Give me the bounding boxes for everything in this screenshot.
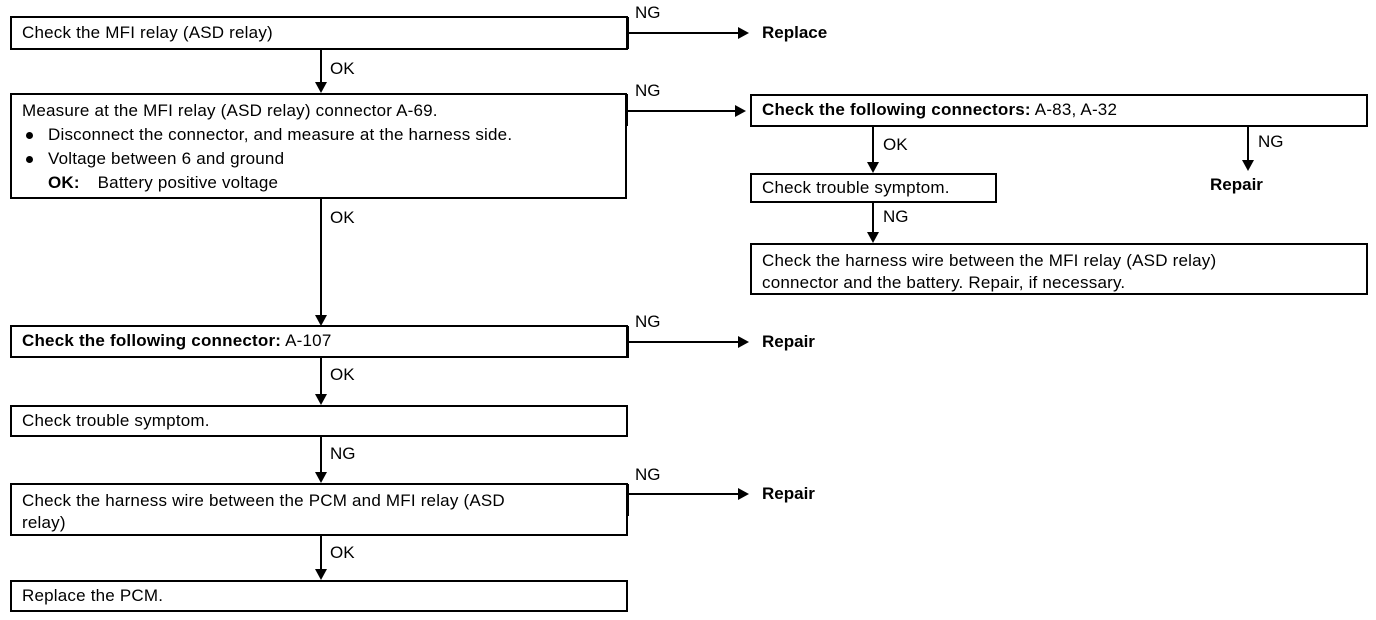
arrowhead-ng4-icon: [315, 472, 327, 483]
node-check-trouble-symptom-left[interactable]: Check trouble symptom.: [10, 405, 628, 437]
node-check-mfi-relay-text: Check the MFI relay (ASD relay): [22, 22, 273, 42]
connector-ok2-line: [320, 199, 322, 322]
arrowhead-ng5-icon: [738, 488, 749, 500]
arrowhead-ok-right1-icon: [867, 162, 879, 173]
arrowhead-ng-right2-icon: [867, 232, 879, 243]
node-check-connectors-value: A-83, A-32: [1034, 100, 1118, 120]
edge-label-ng-4: NG: [330, 444, 356, 463]
node-measure-connector-heading: Measure at the MFI relay (ASD relay) con…: [22, 101, 438, 120]
node-check-harness-pcm-line2: relay): [22, 513, 66, 533]
edge-label-ng-right-1: NG: [1258, 132, 1284, 151]
arrowhead-ng3-icon: [738, 336, 749, 348]
node-check-trouble-symptom-right-text: Check trouble symptom.: [762, 177, 950, 197]
connector-ng3-line: [627, 341, 740, 343]
node-check-trouble-symptom-right[interactable]: Check trouble symptom.: [750, 173, 997, 203]
node-check-connector-a107-body: Check the following connector: A-107: [12, 330, 626, 352]
connector-ok4-line: [320, 536, 322, 574]
node-check-harness-battery-line2: connector and the battery. Repair, if ne…: [762, 273, 1126, 293]
node-check-harness-battery-body: Check the harness wire between the MFI r…: [752, 245, 1366, 294]
connector-ok1-line: [320, 50, 322, 87]
arrowhead-ng1-icon: [738, 27, 749, 39]
edge-label-ng-1: NG: [635, 3, 661, 22]
node-check-connector-a107-label: Check the following connector:: [22, 331, 282, 351]
node-replace-pcm[interactable]: Replace the PCM.: [10, 580, 628, 612]
edge-label-ok-1: OK: [330, 59, 355, 78]
list-item: Voltage between 6 and ground: [22, 148, 615, 170]
node-check-connectors-label: Check the following connectors:: [762, 100, 1031, 120]
bullet-text: Voltage between 6 and ground: [48, 149, 285, 169]
connector-ng1-line: [627, 32, 740, 34]
connector-ok-right1-line: [872, 127, 874, 167]
node-check-connector-a107[interactable]: Check the following connector: A-107: [10, 325, 628, 358]
arrowhead-ok2-icon: [315, 315, 327, 326]
node-check-harness-pcm[interactable]: Check the harness wire between the PCM a…: [10, 483, 628, 536]
node-check-harness-pcm-line1: Check the harness wire between the PCM a…: [22, 491, 505, 510]
bullet-dot-icon: [26, 132, 33, 140]
edge-label-ng-2: NG: [635, 81, 661, 100]
node-check-connectors-a83-a32-body: Check the following connectors: A-83, A-…: [752, 99, 1366, 121]
ok-label: OK:: [48, 173, 80, 193]
connector-ng5-stub: [627, 484, 629, 516]
node-measure-connector-ok-row: OK: Battery positive voltage: [22, 172, 615, 194]
terminal-replace-relay: Replace: [762, 23, 828, 42]
node-measure-connector-body: Measure at the MFI relay (ASD relay) con…: [12, 95, 625, 194]
node-measure-connector-bullets: Disconnect the connector, and measure at…: [22, 124, 615, 170]
connector-ng5-line: [627, 493, 740, 495]
node-check-harness-battery[interactable]: Check the harness wire between the MFI r…: [750, 243, 1368, 295]
arrowhead-ok4-icon: [315, 569, 327, 580]
edge-label-ng-3: NG: [635, 312, 661, 331]
node-check-mfi-relay[interactable]: Check the MFI relay (ASD relay): [10, 16, 628, 50]
node-check-connector-a107-value: A-107: [285, 331, 332, 351]
node-check-harness-battery-line1: Check the harness wire between the MFI r…: [762, 251, 1217, 270]
connector-ng4-line: [320, 437, 322, 477]
edge-label-ng-right-2: NG: [883, 207, 909, 226]
edge-label-ok-4: OK: [330, 543, 355, 562]
node-check-harness-pcm-body: Check the harness wire between the PCM a…: [12, 485, 626, 534]
connector-ng-right2-line: [872, 203, 874, 237]
edge-label-ok-2: OK: [330, 208, 355, 227]
arrowhead-ok3-icon: [315, 394, 327, 405]
node-check-trouble-symptom-left-text: Check trouble symptom.: [22, 410, 210, 430]
bullet-text: Disconnect the connector, and measure at…: [48, 125, 513, 145]
bullet-dot-icon: [26, 156, 33, 164]
ok-value: Battery positive voltage: [97, 173, 279, 193]
arrowhead-ok1-icon: [315, 82, 327, 93]
connector-ng2-line: [626, 110, 737, 112]
node-measure-connector[interactable]: Measure at the MFI relay (ASD relay) con…: [10, 93, 627, 199]
edge-label-ok-right-1: OK: [883, 135, 908, 154]
edge-label-ok-3: OK: [330, 365, 355, 384]
edge-label-ng-5: NG: [635, 465, 661, 484]
arrowhead-ng-right1-icon: [1242, 160, 1254, 171]
list-item: Disconnect the connector, and measure at…: [22, 124, 615, 146]
node-replace-pcm-text: Replace the PCM.: [22, 585, 164, 605]
terminal-repair-harness-pcm: Repair: [762, 484, 815, 503]
connector-ng-right1-line: [1247, 127, 1249, 165]
terminal-repair-a107: Repair: [762, 332, 815, 351]
connector-ok3-line: [320, 358, 322, 399]
node-check-connectors-a83-a32[interactable]: Check the following connectors: A-83, A-…: [750, 94, 1368, 127]
arrowhead-ng2-icon: [735, 105, 746, 117]
terminal-repair-a83-a32: Repair: [1210, 175, 1263, 194]
